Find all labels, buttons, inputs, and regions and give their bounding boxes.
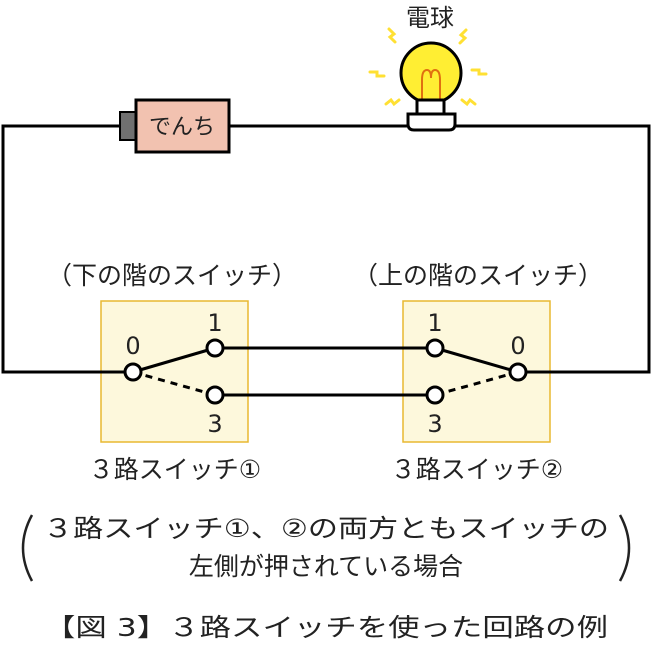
switch2-terminal-3	[425, 385, 445, 405]
note-line-2: 左側が押されている場合	[189, 552, 463, 581]
switch1-label-1: 1	[207, 309, 222, 337]
light-bulb-icon	[368, 27, 488, 132]
switch1-terminal-0	[123, 362, 143, 382]
switch1-terminal-3	[205, 385, 225, 405]
switch1-dashed-path	[132, 370, 216, 397]
note-open-paren	[21, 514, 34, 582]
switch2-label-3: 3	[427, 410, 442, 438]
lower-switch-caption: （下の階のスイッチ）	[47, 261, 297, 290]
switch2-label-0: 0	[510, 332, 525, 360]
switch2-dashed-path	[434, 370, 519, 397]
bulb-to-right-wire	[455, 124, 651, 374]
switch1-label-3: 3	[207, 410, 222, 438]
switch2-lever	[434, 346, 519, 374]
switch1-name: ３路スイッチ①	[89, 455, 261, 484]
note-close-paren	[618, 514, 631, 582]
battery-label: でんち	[149, 115, 215, 140]
switch2-terminal-1	[425, 338, 445, 358]
switch1-label-0: 0	[125, 332, 140, 360]
battery-icon	[119, 98, 231, 154]
switch2-name: ３路スイッチ②	[391, 455, 563, 484]
switch2-label-1: 1	[427, 309, 442, 337]
switch2-terminal-0	[508, 362, 528, 382]
switch1-terminal-1	[205, 338, 225, 358]
note-line-1: ３路スイッチ①、②の両方ともスイッチの	[43, 514, 609, 543]
main-wire	[1, 124, 133, 374]
figure-caption: 【図 3】３路スイッチを使った回路の例	[44, 613, 608, 642]
bulb-label: 電球	[406, 4, 454, 32]
upper-switch-caption: （上の階のスイッチ）	[353, 261, 603, 290]
switch1-lever	[132, 346, 216, 374]
